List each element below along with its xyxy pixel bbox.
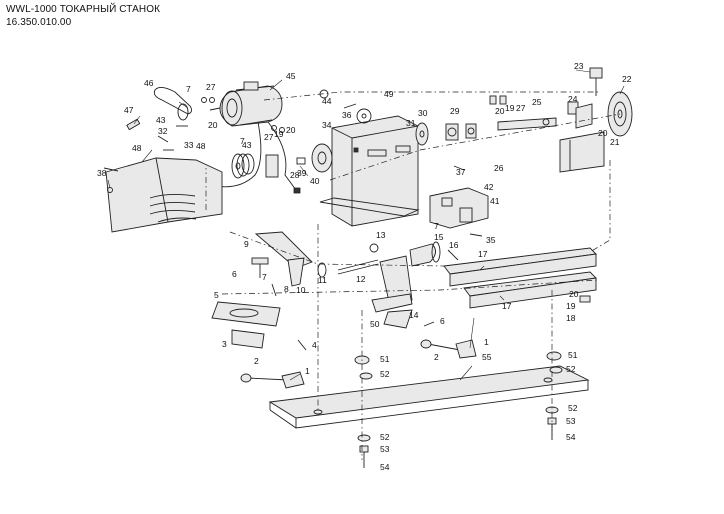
callout-48: 48	[196, 141, 206, 151]
assembly-centerlines	[205, 91, 621, 460]
callout-19: 19	[566, 301, 576, 311]
callout-14: 14	[409, 310, 419, 320]
callout-24: 24	[568, 94, 578, 104]
callout-6: 6	[440, 316, 445, 326]
callout-8: 8	[284, 284, 289, 294]
diagram-code: 16.350.010.00	[6, 17, 72, 28]
pulley-cover	[103, 157, 223, 233]
callout-27: 27	[516, 103, 526, 113]
headstock-housing	[311, 115, 420, 227]
callout-16: 16	[449, 240, 459, 250]
callout-7: 7	[186, 84, 191, 94]
callout-35: 35	[486, 235, 496, 245]
callout-6: 6	[232, 269, 237, 279]
callout-31: 31	[406, 118, 416, 128]
callout-27: 27	[206, 82, 216, 92]
callout-45: 45	[286, 71, 296, 81]
callout-13: 13	[376, 230, 386, 240]
callout-38: 38	[97, 168, 107, 178]
callout-40: 40	[310, 176, 320, 186]
callout-19: 19	[505, 103, 515, 113]
callout-52: 52	[380, 369, 390, 379]
callout-51: 51	[568, 350, 578, 360]
callout-17: 17	[502, 301, 512, 311]
callout-9: 9	[244, 239, 249, 249]
spindle-parts	[356, 67, 633, 173]
callout-2: 2	[434, 352, 439, 362]
callout-20: 20	[598, 128, 608, 138]
callout-21: 21	[610, 137, 620, 147]
callout-53: 53	[380, 444, 390, 454]
callout-17: 17	[478, 249, 488, 259]
callout-11: 11	[318, 275, 327, 285]
bed-rails	[443, 247, 597, 309]
callout-28: 28	[290, 170, 300, 180]
base-plate	[268, 365, 590, 429]
callout-36: 36	[342, 110, 352, 120]
tailstock	[371, 241, 459, 329]
diagram-title: WWL-1000 ТОКАРНЫЙ СТАНОК	[6, 4, 160, 15]
callout-5: 5	[214, 290, 219, 300]
callout-46: 46	[144, 78, 154, 88]
callout-23: 23	[574, 61, 584, 71]
callout-49: 49	[384, 89, 394, 99]
callout-54: 54	[380, 462, 390, 472]
callout-7: 7	[434, 221, 439, 231]
callout-30: 30	[418, 108, 428, 118]
callout-19: 19	[274, 129, 284, 139]
callout-43: 43	[156, 115, 166, 125]
small-fasteners-left	[107, 97, 306, 193]
callout-7: 7	[240, 136, 245, 146]
callout-43: 43	[242, 140, 252, 150]
callout-52: 52	[566, 364, 576, 374]
callout-20: 20	[495, 106, 505, 116]
callout-20: 20	[208, 120, 218, 130]
motor-pulley	[231, 153, 255, 179]
callout-37: 37	[456, 167, 466, 177]
callout-53: 53	[566, 416, 576, 426]
callout-7: 7	[262, 272, 267, 282]
callout-47: 47	[124, 105, 134, 115]
callout-51: 51	[380, 354, 390, 364]
tool-rest	[251, 231, 379, 297]
callout-22: 22	[622, 74, 632, 84]
lock-handles	[240, 339, 477, 389]
callout-18: 18	[566, 313, 576, 323]
callout-52: 52	[380, 432, 390, 442]
callout-42: 42	[484, 182, 494, 192]
callout-39: 39	[297, 168, 307, 178]
callout-20: 20	[286, 125, 296, 135]
callout-34: 34	[322, 120, 332, 130]
callout-48: 48	[132, 143, 142, 153]
callout-4: 4	[312, 340, 317, 350]
callout-2: 2	[254, 356, 259, 366]
callout-52: 52	[568, 403, 578, 413]
callout-1: 1	[484, 337, 489, 347]
callout-55: 55	[482, 352, 492, 362]
motor-assembly	[209, 81, 301, 194]
callout-1: 1	[305, 366, 310, 376]
callout-50: 50	[370, 319, 380, 329]
callout-15: 15	[434, 232, 444, 242]
callout-29: 29	[450, 106, 460, 116]
callout-3: 3	[222, 339, 227, 349]
callout-27: 27	[264, 132, 274, 142]
callout-26: 26	[494, 163, 504, 173]
callout-12: 12	[356, 274, 366, 284]
callout-41: 41	[490, 196, 500, 206]
callout-44: 44	[322, 96, 332, 106]
leader-lines	[107, 69, 625, 381]
callout-54: 54	[566, 432, 576, 442]
callout-20: 20	[569, 289, 579, 299]
callout-33: 33	[184, 140, 194, 150]
switch-box	[429, 187, 489, 229]
banjo-base	[211, 301, 307, 351]
callout-25: 25	[532, 97, 542, 107]
belt-guard	[153, 87, 193, 121]
callout-32: 32	[158, 126, 168, 136]
callout-10: 10	[296, 285, 306, 295]
